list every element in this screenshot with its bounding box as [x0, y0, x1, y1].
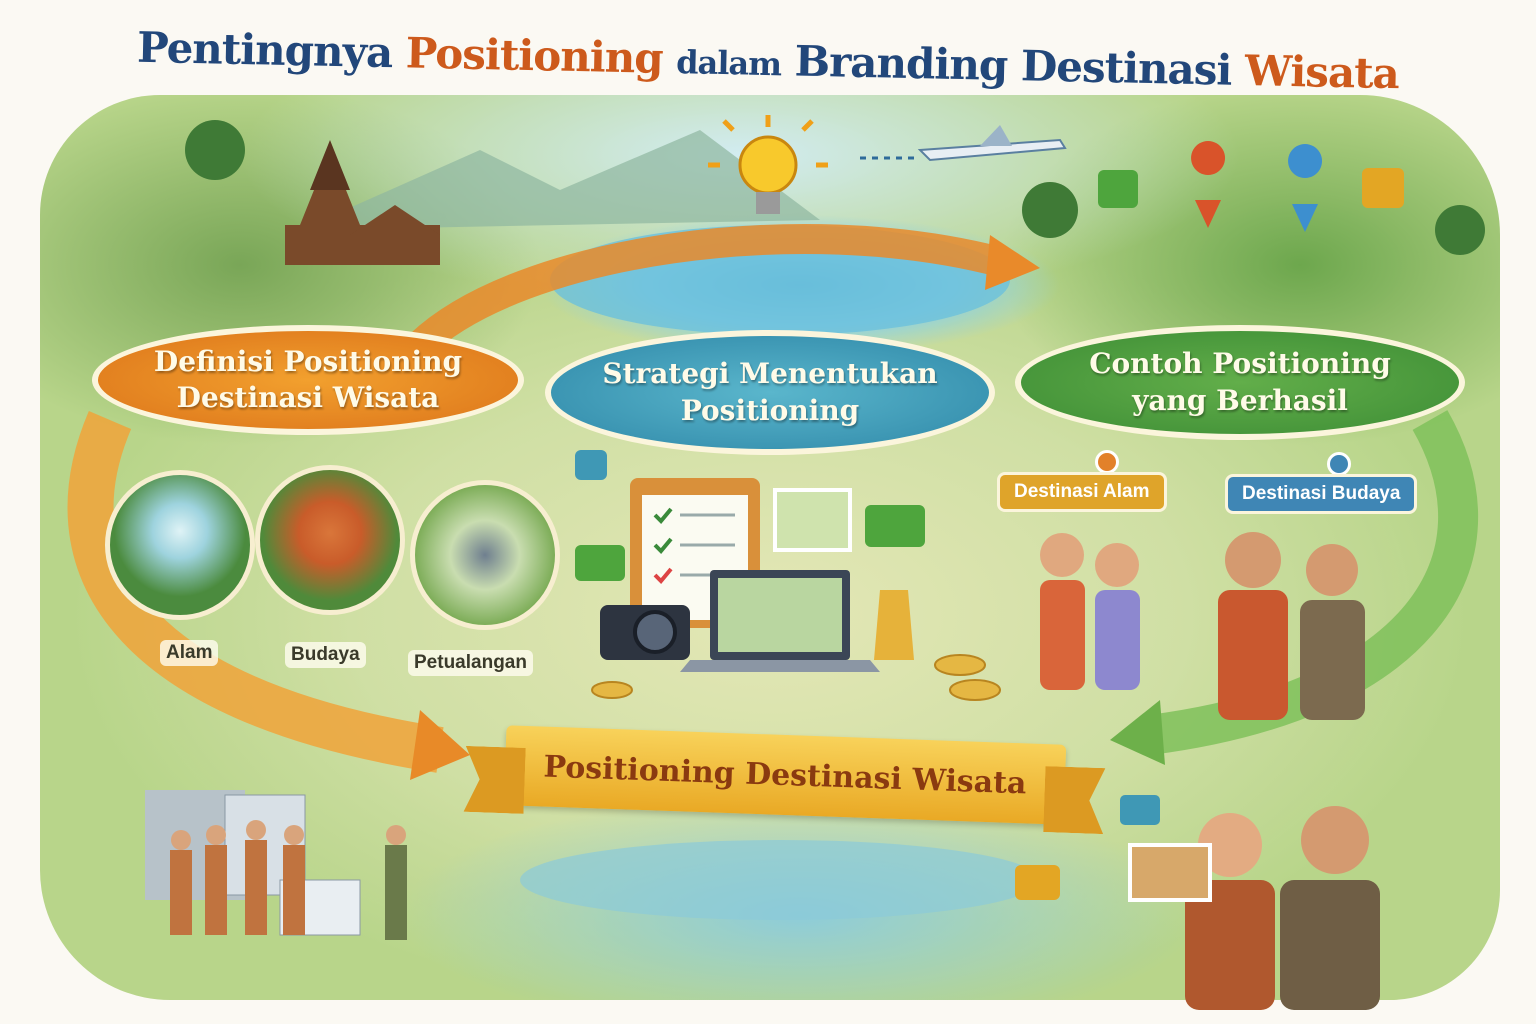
star-badge-icon	[1362, 168, 1404, 208]
banner-text: Positioning Destinasi Wisata	[542, 749, 1028, 801]
chat-heart-icon	[575, 450, 607, 480]
section-title-line: Definisi Positioning	[153, 344, 463, 378]
people-icon	[170, 532, 1380, 1010]
arrow-head-icon	[985, 235, 1040, 290]
category-label: Petualangan	[408, 650, 533, 676]
chat-icon	[1015, 865, 1060, 900]
camera-icon	[600, 605, 690, 660]
airplane-icon	[860, 125, 1067, 162]
chat-icon	[1120, 795, 1160, 825]
tag-destinasi-budaya: Destinasi Budaya	[1225, 474, 1418, 514]
location-pin-icon	[1288, 144, 1323, 232]
person-pin-icon	[1327, 452, 1351, 476]
waterfall-image	[105, 470, 255, 620]
section-title-line: Strategi Menentukan	[602, 357, 938, 391]
chat-icon	[865, 505, 925, 547]
mountain-icon	[300, 130, 820, 230]
hikers-image	[410, 480, 560, 630]
tag-destinasi-alam: Destinasi Alam	[997, 472, 1167, 512]
photo-icon	[773, 488, 852, 552]
location-pin-icon	[1191, 141, 1226, 228]
star-badge-icon	[1098, 170, 1138, 208]
arrow-icon	[409, 224, 1004, 357]
river-icon	[520, 840, 1040, 920]
trophy-icon	[874, 590, 914, 660]
section-title-line: Destinasi Wisata	[176, 381, 440, 414]
laptop-icon	[680, 570, 880, 672]
photo-icon	[1128, 843, 1212, 902]
arrow-head-icon	[1110, 700, 1165, 765]
palm-tree-icon	[185, 120, 1485, 255]
dancer-image	[255, 465, 405, 615]
lightbulb-icon	[708, 115, 828, 214]
person-pin-icon	[1095, 450, 1119, 474]
coins-icon	[591, 654, 1001, 701]
temple-icon	[285, 140, 440, 265]
section-title-line: Contoh Positioning	[1089, 347, 1391, 381]
chat-icon	[575, 545, 625, 581]
arrow-icon	[67, 410, 444, 773]
category-label: Alam	[160, 640, 219, 666]
section-title-line: yang Berhasil	[1132, 383, 1348, 417]
section-title-line: Positioning	[680, 393, 860, 427]
arrow-head-icon	[410, 710, 470, 780]
category-label: Budaya	[285, 642, 366, 668]
